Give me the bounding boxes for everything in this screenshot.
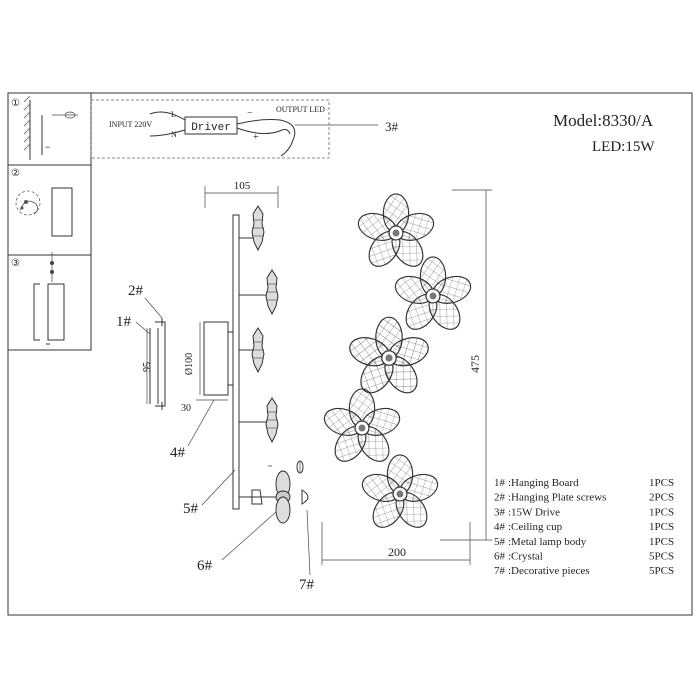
step-3-label: ③	[11, 258, 20, 269]
step-2-screw-icon	[15, 187, 73, 237]
part-code: 6#	[494, 551, 506, 563]
led-label: LED:15W	[592, 139, 655, 155]
part-code: 2#	[494, 492, 506, 504]
part-name: :Decorative pieces	[508, 565, 590, 577]
output-plus: +	[253, 132, 259, 143]
part-name: :Ceiling cup	[508, 521, 563, 533]
part-name: :Hanging Plate screws	[508, 492, 606, 504]
crystal-1	[251, 205, 265, 251]
output-minus: −	[247, 108, 253, 119]
part-code: 5#	[494, 536, 506, 548]
parts-list: 1#:Hanging Board 1PCS 2#:Hanging Plate scr…	[494, 477, 674, 577]
flower-4	[321, 389, 403, 467]
part-name: :15W Drive	[508, 506, 560, 518]
input-label: INPUT 220V	[109, 120, 152, 129]
parts-list-row: 4#:Ceiling cup 1PCS	[494, 521, 674, 533]
flower-5	[359, 455, 441, 533]
dim-475: 475	[468, 355, 482, 373]
crystal-3	[251, 327, 265, 373]
callout-6: 6#	[197, 558, 213, 574]
driver-label: Driver	[191, 122, 231, 134]
part-code: 3#	[494, 506, 506, 518]
part-qty: 1PCS	[649, 506, 674, 518]
wiring-diagram: INPUT 220V L N Driver OUTPUT LED − + 3#	[90, 99, 399, 159]
part-qty: 1PCS	[649, 477, 674, 489]
n-label: N	[171, 130, 177, 139]
part-name: :Crystal	[508, 551, 543, 563]
part-code: 7#	[494, 565, 506, 577]
parts-list-row: 3#:15W Drive 1PCS	[494, 506, 674, 518]
step-1-wall-icon: −	[23, 95, 78, 160]
callout-3: 3#	[385, 119, 399, 134]
parts-list-row: 2#:Hanging Plate screws 2PCS	[494, 492, 674, 504]
crystal-2	[265, 269, 279, 315]
model-label: Model:8330/A	[553, 111, 654, 130]
part-code: 4#	[494, 521, 506, 533]
parts-list-row: 1#:Hanging Board 1PCS	[494, 477, 674, 489]
dim-200: 200	[388, 545, 406, 559]
crystal-5	[275, 470, 291, 524]
dim-105: 105	[234, 180, 251, 192]
flower-1	[355, 194, 437, 272]
decorative-piece-icon	[301, 489, 309, 505]
step-3-mount-icon	[33, 252, 65, 345]
sheet-border	[7, 92, 693, 616]
flower-3	[346, 317, 432, 399]
dim-95: 95	[142, 362, 153, 372]
front-view-drawing: 475 200	[321, 189, 492, 565]
metal-lamp-body	[232, 214, 240, 510]
parts-list-row: 6#:Crystal 5PCS	[494, 551, 674, 563]
parts-list-row: 7#:Decorative pieces 5PCS	[494, 565, 674, 577]
part-qty: 2PCS	[649, 492, 674, 504]
callout-4: 4#	[170, 445, 186, 461]
part-qty: 1PCS	[649, 521, 674, 533]
part-qty: 5PCS	[649, 551, 674, 563]
part-qty: 5PCS	[649, 565, 674, 577]
part-name: :Metal lamp body	[508, 536, 587, 548]
dim-30: 30	[181, 403, 191, 414]
part-qty: 1PCS	[649, 536, 674, 548]
part-name: :Hanging Board	[508, 477, 579, 489]
callout-5: 5#	[183, 501, 199, 517]
step-1-minus: −	[45, 142, 50, 152]
flower-2	[392, 257, 474, 335]
part-code: 1#	[494, 477, 506, 489]
decorative-ring-icon	[296, 460, 304, 474]
callout-1: 1#	[116, 314, 132, 330]
callout-2: 2#	[128, 283, 144, 299]
step-1-label: ①	[11, 98, 20, 109]
ceiling-cup	[203, 321, 229, 396]
parts-list-row: 5#:Metal lamp body 1PCS	[494, 536, 674, 548]
output-label: OUTPUT LED	[276, 105, 325, 114]
driver-box	[184, 116, 238, 135]
installation-steps-panel: ① − ② ③	[7, 92, 92, 351]
dim-d100: Ø100	[184, 353, 195, 375]
step-2-label: ②	[11, 168, 20, 179]
side-view-drawing: 105 95 2# 1# Ø100 30 4# 5#	[116, 180, 315, 593]
callout-7: 7#	[299, 577, 315, 593]
crystal-4	[265, 397, 279, 443]
